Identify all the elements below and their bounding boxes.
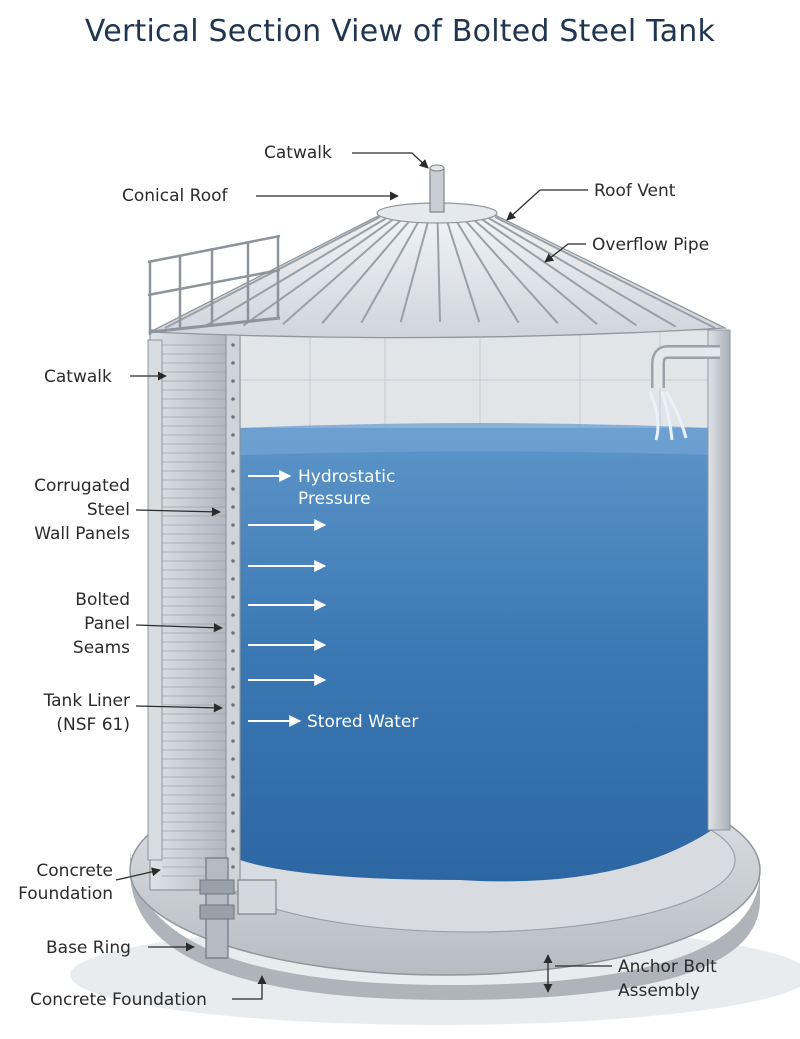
label-anchor-bolt-1: Anchor Bolt — [618, 957, 717, 977]
overflow-pipe — [648, 345, 720, 441]
roof-vent — [429, 164, 445, 213]
anchor-bolt-assembly — [199, 857, 235, 959]
label-overflow-pipe: Overflow Pipe — [592, 235, 709, 255]
label-panel-seams-2: Panel — [84, 614, 130, 634]
leader-tank-liner — [135, 703, 223, 713]
label-stored-water: Stored Water — [307, 712, 418, 732]
label-concrete-foundation-upper-2: Foundation — [18, 884, 113, 904]
corrugated-wall — [147, 329, 241, 891]
leader-concrete-foundation-upper — [115, 867, 161, 881]
label-base-ring: Base Ring — [46, 938, 131, 958]
label-catwalk-side: Catwalk — [44, 367, 112, 387]
label-roof-vent: Roof Vent — [594, 181, 676, 201]
label-concrete-foundation-lower: Concrete Foundation — [30, 990, 207, 1010]
base-ring — [237, 879, 277, 915]
label-conical-roof: Conical Roof — [122, 186, 229, 206]
leader-roof-vent — [506, 189, 588, 221]
label-anchor-bolt-2: Assembly — [618, 981, 700, 1001]
label-wall-panels-3: Wall Panels — [34, 524, 130, 544]
label-concrete-foundation-upper-1: Concrete — [36, 861, 113, 881]
leader-concrete-foundation-lower — [232, 975, 267, 1000]
label-catwalk-top: Catwalk — [264, 143, 332, 163]
label-panel-seams-3: Seams — [73, 638, 130, 658]
right-wall — [707, 329, 731, 831]
page-title: Vertical Section View of Bolted Steel Ta… — [84, 14, 716, 49]
leader-anchor-bolt — [543, 954, 612, 993]
catwalk-railing — [147, 234, 281, 335]
label-hydrostatic-pressure-1: Hydrostatic — [298, 467, 395, 487]
leader-catwalk-top — [352, 152, 429, 169]
leader-overflow-pipe — [544, 243, 586, 263]
label-tank-liner-2: (NSF 61) — [56, 715, 130, 735]
label-panel-seams-1: Bolted — [75, 590, 130, 610]
leader-wall-panels — [135, 507, 221, 517]
stored-water — [240, 428, 712, 882]
hydrostatic-arrows — [248, 470, 327, 727]
seam-bolts — [231, 343, 235, 869]
label-wall-panels-1: Corrugated — [34, 476, 130, 496]
label-hydrostatic-pressure-2: Pressure — [298, 489, 371, 509]
conical-roof — [147, 214, 728, 339]
interior-wall-seams — [240, 330, 725, 430]
water-surface — [240, 423, 712, 455]
label-wall-panels-2: Steel — [87, 500, 130, 520]
roof-ribs — [164, 216, 716, 329]
label-tank-liner-1: Tank Liner — [43, 691, 130, 711]
leader-panel-seams — [135, 623, 223, 633]
